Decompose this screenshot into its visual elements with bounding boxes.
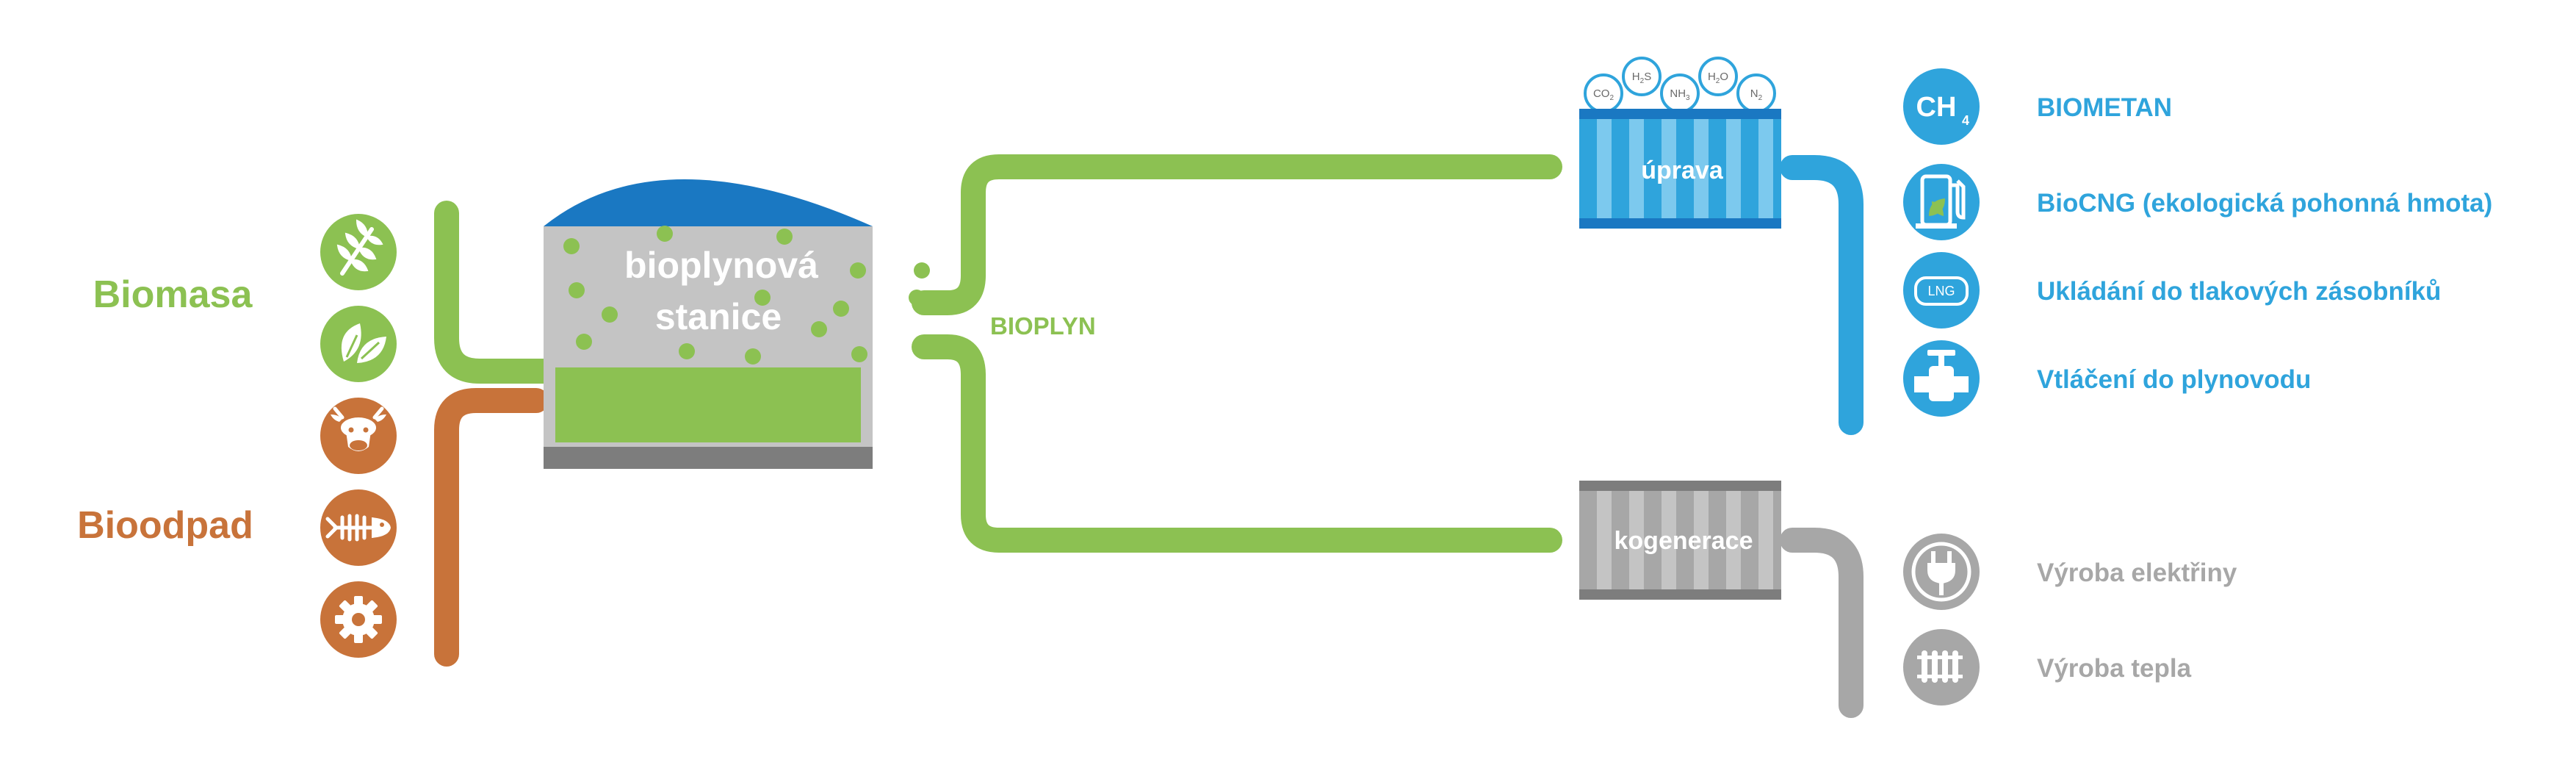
- digestate-layer: [555, 367, 861, 442]
- cogeneration-label: kogenerace: [1614, 527, 1753, 555]
- radiator-icon: [1903, 629, 1980, 706]
- pipeline-valve-icon: [1903, 340, 1980, 417]
- wheat-icon: [320, 214, 397, 290]
- cogeneration-output-pipe: [1780, 528, 1864, 718]
- biowaste-pipe: [434, 388, 549, 667]
- station-title-line2: stanice: [655, 296, 782, 337]
- gas-formula-h2s: H2S: [1632, 71, 1651, 85]
- lng-icon-text: LNG: [1927, 284, 1955, 298]
- gas-formula-co2: CO2: [1593, 87, 1614, 102]
- storage-label: Ukládání do tlakových zásobníků: [2037, 277, 2441, 306]
- ch4-icon-text: CH: [1916, 92, 1957, 123]
- station-title-line1: bioplynová: [624, 245, 818, 286]
- cow-icon: [320, 398, 397, 474]
- fuel-pump-icon: [1903, 164, 1980, 240]
- ch4-icon-sub: 4: [1962, 113, 1969, 128]
- gas-formula-n2: N2: [1750, 87, 1763, 102]
- gas-bubble-row: CO2 H2S NH3 H2O N2: [1584, 57, 1776, 113]
- biomass-pipe: [434, 201, 556, 384]
- biomethane-label: BIOMETAN: [2037, 93, 2172, 122]
- bioodpad-label: Bioodpad: [77, 504, 253, 547]
- gas-formula-nh3: NH3: [1670, 87, 1690, 102]
- gas-bubbles: [563, 226, 930, 365]
- electricity-label: Výroba elektřiny: [2037, 559, 2237, 587]
- cogeneration-unit: kogenerace: [1579, 481, 1781, 600]
- biogas-pipe-lower: [912, 334, 1562, 553]
- biogas-station: bioplynová stanice: [544, 179, 930, 469]
- gas-dome: [544, 179, 873, 226]
- bioplyn-label: BIOPLYN: [990, 312, 1096, 340]
- fish-bone-icon: [320, 489, 397, 566]
- lng-tank-icon: LNG: [1903, 252, 1980, 329]
- pipeline-injection-label: Vtláčení do plynovodu: [2037, 365, 2311, 394]
- biocng-label: BioCNG (ekologická pohonná hmota): [2037, 189, 2492, 218]
- leaves-icon: [320, 306, 397, 382]
- upgrade-label: úprava: [1641, 157, 1724, 184]
- gear-icon: [320, 581, 397, 658]
- biomethane-pipe: [1780, 155, 1864, 435]
- heat-label: Výroba tepla: [2037, 654, 2192, 683]
- gas-formula-h2o: H2O: [1708, 71, 1728, 85]
- biogas-pipe-upper: [912, 154, 1562, 315]
- upgrade-unit: úprava: [1579, 109, 1781, 229]
- ch4-icon: CH 4: [1903, 68, 1980, 145]
- power-plug-icon: [1903, 534, 1980, 610]
- biomasa-label: Biomasa: [93, 273, 253, 316]
